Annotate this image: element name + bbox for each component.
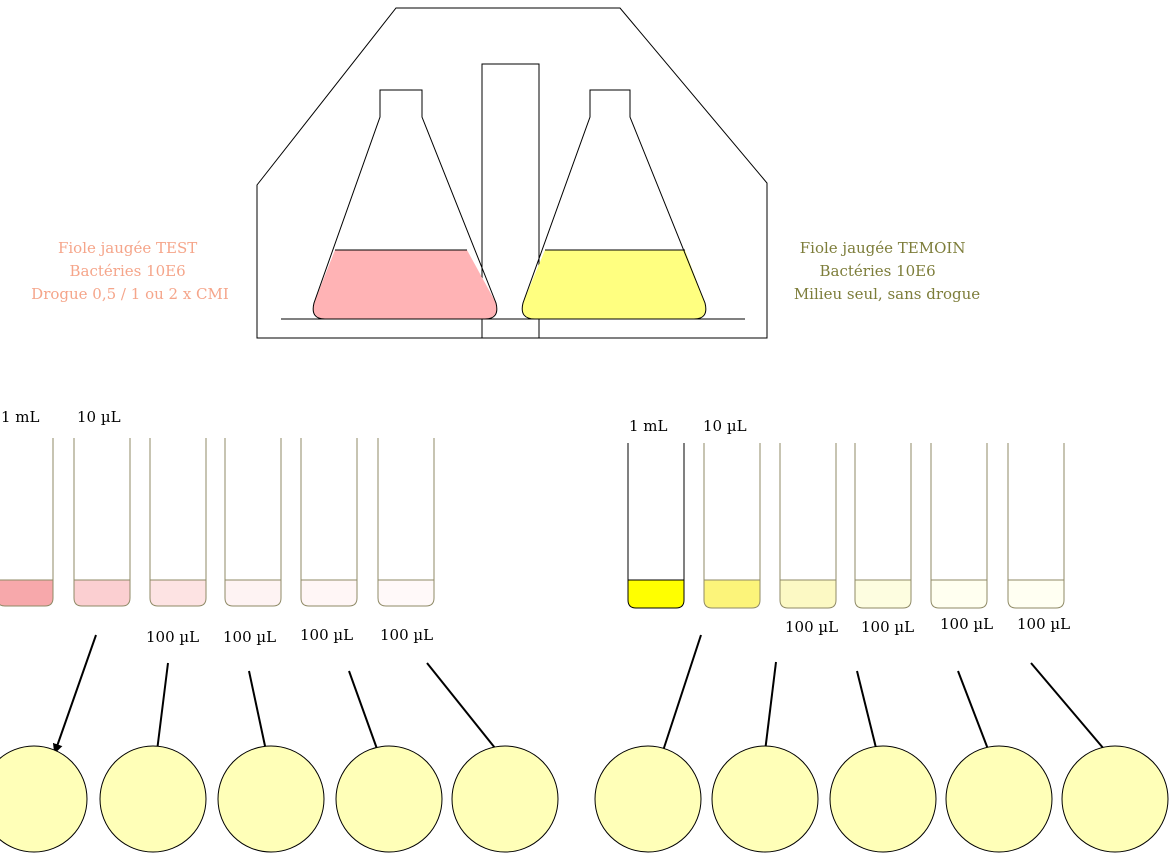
- test-tube-1-volume-label: 1 mL: [1, 408, 40, 426]
- test-tube-3: [149, 438, 207, 607]
- test-tube-4: [224, 438, 282, 607]
- test-arrow-1: [52, 634, 97, 754]
- test-transfer-label-1: 100 µL: [146, 628, 199, 646]
- control-tube-3-outline: [779, 443, 837, 609]
- test-flask-caption: Fiole jaugée TEST Bactéries 10E6 Drogue …: [31, 239, 229, 303]
- control-tube-2-outline: [703, 443, 761, 609]
- control-tube-6-outline: [1007, 443, 1065, 609]
- control-tube-4-liquid: [855, 580, 911, 608]
- control-tube-3-liquid: [780, 580, 836, 608]
- control-tube-5-outline: [930, 443, 988, 609]
- test-tube-5: [300, 438, 358, 607]
- control-agar-plates: [594, 745, 1169, 853]
- control-plate-5: [1061, 745, 1169, 853]
- test-tube-4-outline: [224, 438, 282, 607]
- control-caption-line-2: Bactéries 10E6: [820, 262, 936, 280]
- test-tube-4-liquid: [225, 580, 281, 606]
- test-tube-3-outline: [149, 438, 207, 607]
- test-plate-3: [217, 745, 325, 853]
- control-flask-outline: [521, 89, 707, 320]
- control-tube-6-liquid: [1008, 580, 1064, 608]
- control-tube-5-liquid: [931, 580, 987, 608]
- control-plate-2: [711, 745, 819, 853]
- control-transfer-label-4: 100 µL: [1017, 615, 1070, 633]
- control-tube-2-liquid: [704, 580, 760, 608]
- test-tube-5-outline: [300, 438, 358, 607]
- control-plate-3: [829, 745, 937, 853]
- test-tube-rack: [0, 438, 435, 607]
- test-caption-line-1: Fiole jaugée TEST: [58, 239, 197, 257]
- test-tube-6-outline: [377, 438, 435, 607]
- control-transfer-label-1: 100 µL: [785, 618, 838, 636]
- control-transfer-label-3: 100 µL: [940, 615, 993, 633]
- test-caption-line-3: Drogue 0,5 / 1 ou 2 x CMI: [31, 285, 229, 303]
- control-plate-4: [945, 745, 1053, 853]
- test-arrow-3: [248, 670, 272, 762]
- control-flask: [521, 89, 707, 320]
- test-plate-5: [451, 745, 559, 853]
- test-tube-2: [73, 438, 131, 607]
- control-tube-rack: [627, 443, 1065, 609]
- test-arrow-4: [348, 670, 383, 762]
- hood-outline: [256, 7, 768, 339]
- test-plate-1: [0, 745, 88, 853]
- control-arrow-1: [657, 634, 702, 762]
- test-tube-3-liquid: [150, 580, 206, 606]
- control-tube-4: [854, 443, 912, 609]
- test-tube-2-volume-label: 10 µL: [77, 408, 121, 426]
- control-arrow-5: [1030, 662, 1117, 764]
- control-tube-2: [703, 443, 761, 609]
- control-tube-1-volume-label: 1 mL: [629, 417, 668, 435]
- control-tube-2-volume-label: 10 µL: [703, 417, 747, 435]
- test-tube-1-liquid: [0, 580, 53, 606]
- test-tube-5-liquid: [301, 580, 357, 606]
- test-flask-liquid: [313, 250, 497, 319]
- control-arrow-4: [957, 670, 993, 759]
- test-agar-plates: [0, 745, 559, 853]
- test-flask: [312, 89, 498, 320]
- test-tube-1-outline: [0, 438, 54, 607]
- test-transfer-label-2: 100 µL: [223, 628, 276, 646]
- control-tube-4-outline: [854, 443, 912, 609]
- control-tube-6: [1007, 443, 1065, 609]
- test-flask-outline: [312, 89, 498, 320]
- test-transfer-label-3: 100 µL: [300, 626, 353, 644]
- test-tube-2-liquid: [74, 580, 130, 606]
- test-caption-line-2: Bactéries 10E6: [70, 262, 186, 280]
- control-flask-caption: Fiole jaugée TEMOIN Bactéries 10E6 Milie…: [794, 239, 980, 303]
- control-caption-line-3: Milieu seul, sans drogue: [794, 285, 980, 303]
- test-tube-6: [377, 438, 435, 607]
- control-flask-liquid: [522, 250, 706, 319]
- control-plate-1: [594, 745, 702, 853]
- test-arrow-5: [426, 662, 505, 760]
- control-tube-3: [779, 443, 837, 609]
- control-tube-1-outline: [627, 443, 685, 609]
- test-tube-6-liquid: [378, 580, 434, 606]
- control-tube-1: [627, 443, 685, 609]
- test-transfer-arrows: [52, 634, 505, 777]
- control-caption-line-1: Fiole jaugée TEMOIN: [800, 239, 966, 257]
- test-plate-4: [335, 745, 443, 853]
- test-tube-1: [0, 438, 54, 607]
- test-plate-2: [99, 745, 207, 853]
- control-transfer-label-2: 100 µL: [861, 618, 914, 636]
- test-tube-2-outline: [73, 438, 131, 607]
- control-tube-1-liquid: [628, 580, 684, 608]
- control-arrow-3: [856, 670, 882, 762]
- test-transfer-label-4: 100 µL: [380, 626, 433, 644]
- control-tube-5: [930, 443, 988, 609]
